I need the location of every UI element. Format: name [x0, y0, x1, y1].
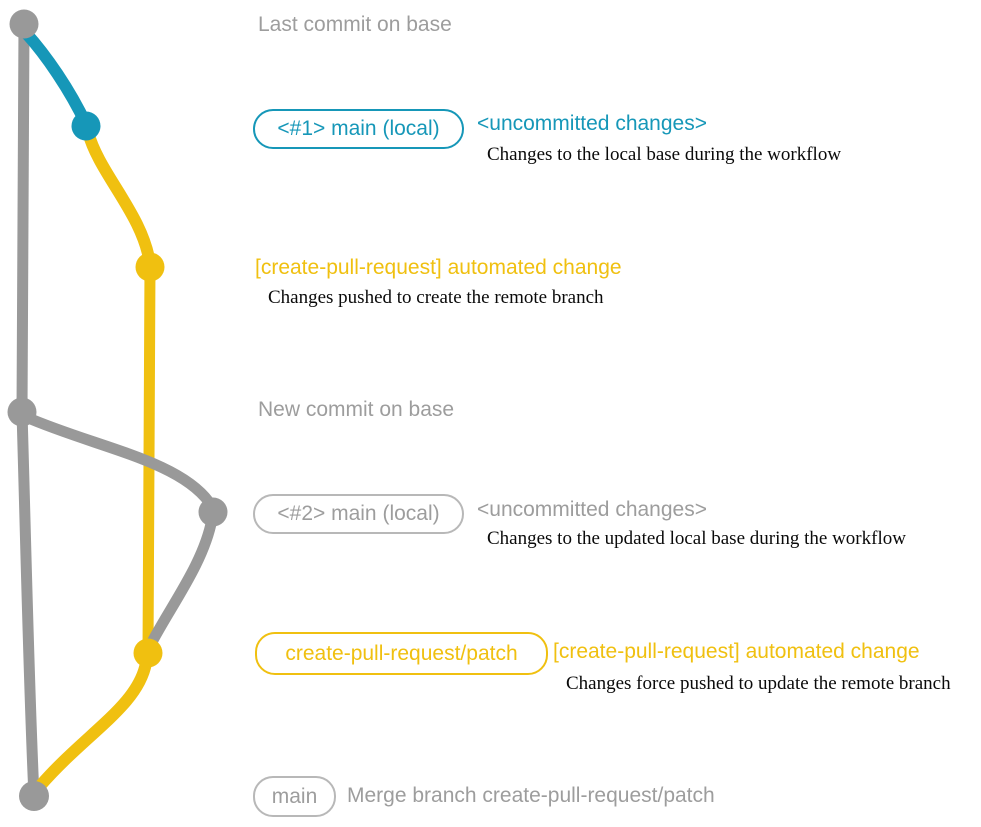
label-new-commit-on-base: New commit on base	[258, 398, 455, 421]
note-uncommitted-changes-2: <uncommitted changes>	[477, 498, 707, 521]
branch-pill-create-pull-request-patch: create-pull-request/patch	[255, 632, 548, 675]
commit-node-last-base	[9, 9, 39, 39]
note-uncommitted-changes-1: <uncommitted changes>	[477, 112, 707, 135]
base-branch-line-upper	[16, 18, 30, 418]
base-branch-line-lower	[16, 406, 40, 802]
detail-updated-local-base-changes: Changes to the updated local base during…	[487, 528, 906, 549]
commit-node-new-base	[7, 397, 37, 427]
remote-branch-create-edge	[82, 126, 156, 270]
commit-node-local-main-1	[71, 111, 101, 141]
commit-node-remote-2	[133, 638, 163, 668]
note-automated-change-2: [create-pull-request] automated change	[553, 640, 920, 663]
local2-to-remote-edge	[145, 513, 218, 650]
detail-local-base-changes: Changes to the local base during the wor…	[487, 144, 842, 165]
remote-merge-edge	[34, 657, 152, 792]
local-changes-edge	[20, 27, 92, 130]
commit-node-local-main-2	[198, 497, 228, 527]
detail-force-pushed-update-remote: Changes force pushed to update the remot…	[566, 673, 951, 694]
note-merge-branch: Merge branch create-pull-request/patch	[347, 784, 715, 807]
note-automated-change-1: [create-pull-request] automated change	[255, 256, 622, 279]
branch-pill-main-local-1: <#1> main (local)	[253, 109, 464, 149]
detail-pushed-create-remote: Changes pushed to create the remote bran…	[268, 287, 604, 308]
commit-node-merge	[19, 781, 49, 811]
base-to-local2-edge	[20, 411, 215, 508]
branch-pill-main-local-2: <#2> main (local)	[253, 494, 464, 534]
commit-node-remote-1	[135, 252, 165, 282]
git-graph	[7, 9, 228, 811]
branch-pill-main: main	[253, 776, 336, 817]
label-last-commit-on-base: Last commit on base	[258, 13, 452, 36]
